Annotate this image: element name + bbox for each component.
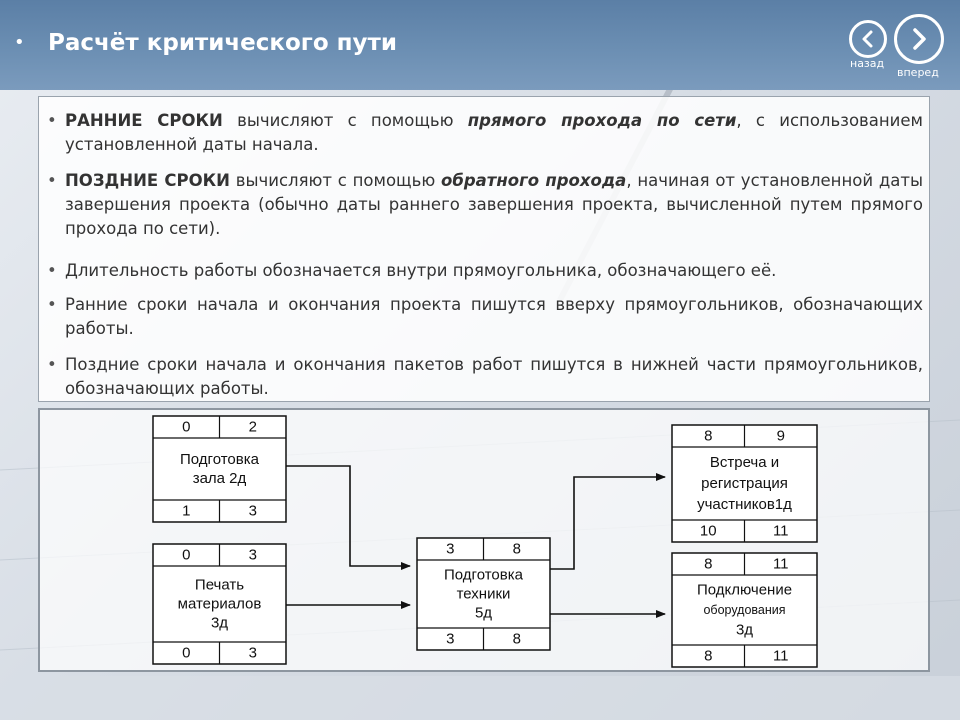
late-finish: 11: [773, 648, 789, 665]
bullet-part: , начиная от установленной даты завершен…: [65, 171, 924, 238]
forward-label: вперед: [897, 66, 939, 79]
bullet-duration: Длительность работы обозначается внутри …: [47, 259, 923, 283]
bullet-part: Поздние сроки начала и окончания пакетов…: [65, 355, 923, 398]
late-finish: 11: [773, 523, 789, 540]
task-label-line: регистрация: [701, 475, 788, 492]
chevron-left-icon: [862, 30, 873, 48]
early-finish: 2: [249, 419, 257, 436]
task-label-line: Подготовка: [444, 567, 524, 584]
early-finish: 8: [513, 541, 521, 558]
bullet-part: вычисляют с помощью: [222, 111, 468, 130]
bullet-late-position: Поздние сроки начала и окончания пакетов…: [47, 353, 923, 401]
task-label-line: Подключение: [697, 582, 792, 599]
early-start: 0: [182, 547, 190, 564]
late-finish: 8: [513, 631, 521, 648]
early-start: 0: [182, 419, 190, 436]
bullet-part: вычисляют с помощью: [229, 171, 441, 190]
task-label-line: участников1д: [697, 496, 792, 513]
early-finish: 11: [773, 556, 789, 573]
late-finish: 3: [249, 645, 257, 662]
task-label-line: Печать: [195, 577, 244, 594]
connector-hall-tech: [286, 465, 411, 570]
late-finish: 3: [249, 503, 257, 520]
page-title: Расчёт критического пути: [48, 30, 397, 56]
task-label-line: 3д: [736, 622, 753, 639]
early-finish: 9: [777, 428, 785, 445]
bullet-part: обратного прохода: [441, 171, 627, 190]
late-start: 3: [446, 631, 454, 648]
bullet-early-position: Ранние сроки начала и окончания проекта …: [47, 293, 923, 341]
bullet-part: Ранние сроки начала и окончания проекта …: [65, 295, 923, 338]
bullet-part: РАННИЕ СРОКИ: [65, 111, 223, 130]
task-label-line: Встреча и: [710, 454, 779, 471]
early-finish: 3: [249, 547, 257, 564]
bullet-part: прямого прохода по сети: [467, 111, 737, 130]
early-start: 8: [704, 556, 712, 573]
text-panel: РАННИЕ СРОКИ вычисляют с помощью прямого…: [38, 96, 930, 402]
task-label-line: Подготовка: [180, 451, 260, 468]
late-start: 10: [700, 523, 717, 540]
forward-button[interactable]: [894, 14, 944, 64]
task-node-hall: 0 2 1 3 Подготовка зала 2д: [152, 415, 287, 523]
task-node-meet: 8 9 10 11 Встреча и регистрация участников1д: [671, 424, 818, 543]
late-start: 1: [182, 503, 190, 520]
header-bar: • Расчёт критического пути назад вперед: [0, 0, 960, 90]
chevron-right-icon: [913, 28, 926, 50]
back-button[interactable]: [849, 20, 887, 58]
back-label: назад: [850, 57, 885, 70]
late-start: 8: [704, 648, 712, 665]
task-label-line: 5д: [475, 605, 492, 622]
task-label-line: зала 2д: [193, 470, 247, 487]
bullet-part: ПОЗДНИЕ СРОКИ: [65, 171, 230, 190]
title-bullet: •: [14, 32, 25, 53]
bullet-late-dates: ПОЗДНИЕ СРОКИ вычисляют с помощью обратн…: [47, 169, 924, 241]
early-start: 8: [704, 428, 712, 445]
task-label-line: оборудования: [703, 603, 785, 617]
task-label-line: 3д: [211, 615, 228, 632]
connector-tech-meet: [550, 473, 666, 570]
task-label-line: техники: [457, 586, 511, 603]
task-label-line: материалов: [178, 596, 262, 613]
late-start: 0: [182, 645, 190, 662]
early-start: 3: [446, 541, 454, 558]
bullet-part: Длительность работы обозначается внутри …: [65, 261, 777, 280]
bullet-early-dates: РАННИЕ СРОКИ вычисляют с помощью прямого…: [47, 109, 923, 157]
bullet-part: , с использованием установленной даты на…: [65, 111, 923, 154]
